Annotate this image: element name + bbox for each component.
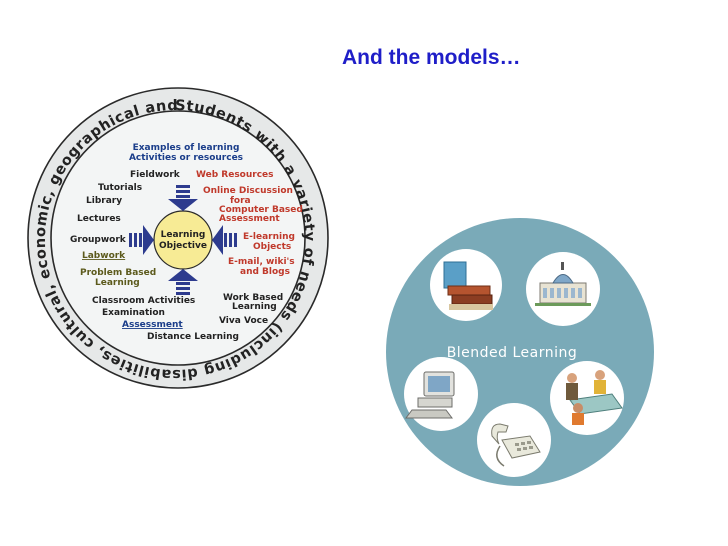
item-tutorials: Tutorials <box>98 183 142 193</box>
campus-icon <box>526 252 600 326</box>
item-classroom: Classroom Activities <box>92 296 195 306</box>
item-computer-1: Computer Based <box>219 205 303 215</box>
item-problem-2: Learning <box>95 278 140 288</box>
item-assessment: Assessment <box>122 320 183 330</box>
item-online-2: fora <box>230 196 251 206</box>
blended-title: Blended Learning <box>447 345 578 361</box>
item-lectures: Lectures <box>77 214 121 224</box>
item-online-1: Online Discussion <box>203 186 293 196</box>
center-line-2: Objective <box>159 241 207 251</box>
arrow-right <box>212 225 237 255</box>
item-problem-1: Problem Based <box>80 268 156 278</box>
arrow-top <box>168 185 198 211</box>
item-elearning-2: Objects <box>253 242 291 252</box>
item-email-2: and Blogs <box>240 267 290 277</box>
computer-icon <box>404 357 478 431</box>
arrow-left <box>129 225 154 255</box>
item-labwork: Labwork <box>82 251 126 261</box>
learning-objective-center <box>153 210 213 270</box>
item-distance-learning: Distance Learning <box>147 332 239 342</box>
item-fieldwork: Fieldwork <box>130 170 181 180</box>
item-work-1: Work Based <box>223 293 283 303</box>
meeting-icon <box>550 361 624 435</box>
slide-title: And the models… <box>342 46 521 69</box>
blended-learning-diagram: Blended Learning <box>386 218 654 486</box>
item-email-1: E-mail, wiki's <box>228 257 295 267</box>
header-line-2: Activities or resources <box>129 153 243 163</box>
arrow-bottom <box>168 269 198 295</box>
item-work-2: Learning <box>232 302 277 312</box>
arrow-group <box>129 185 237 295</box>
item-computer-2: Assessment <box>219 214 280 224</box>
center-line-1: Learning <box>161 230 206 240</box>
item-elearning-1: E-learning <box>243 232 295 242</box>
item-library: Library <box>86 196 122 206</box>
telephone-icon <box>477 403 551 477</box>
item-examination: Examination <box>102 308 165 318</box>
books-icon <box>430 249 502 321</box>
item-web-resources: Web Resources <box>196 170 274 180</box>
header-line-1: Examples of learning <box>133 143 240 153</box>
learning-model-diagram: Students with a variety of needs (includ… <box>0 0 329 389</box>
item-groupwork: Groupwork <box>70 235 127 245</box>
item-viva-voce: Viva Voce <box>219 316 268 326</box>
